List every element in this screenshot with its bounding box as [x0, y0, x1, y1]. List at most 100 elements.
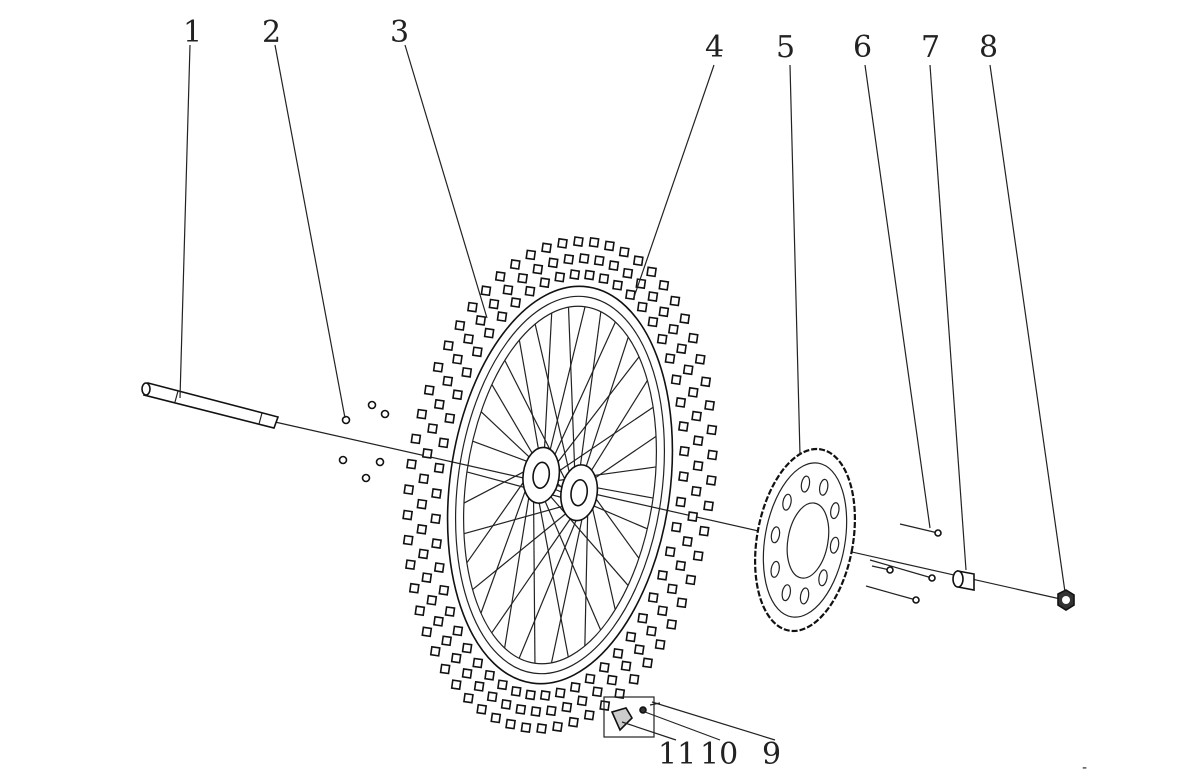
tread-block — [691, 410, 702, 422]
tread-block — [442, 340, 454, 352]
tread-block — [515, 703, 527, 715]
bolt-head — [928, 574, 936, 582]
tread-block — [658, 279, 670, 291]
tread-block — [480, 285, 492, 297]
tread-block — [678, 471, 689, 482]
spoke — [463, 504, 567, 535]
tread-block — [706, 449, 718, 461]
tread-block — [647, 291, 659, 302]
tread-block — [569, 681, 581, 693]
tread-block — [690, 485, 702, 497]
tread-block — [547, 257, 559, 269]
tread-block — [682, 536, 693, 547]
tread-block — [687, 332, 699, 344]
tread-block — [606, 674, 618, 686]
tread-block — [406, 458, 417, 470]
tread-block — [500, 698, 512, 710]
rim-outer — [454, 295, 666, 675]
callout-9: 9 — [762, 737, 781, 772]
spoke — [518, 514, 580, 659]
tread-block — [692, 435, 704, 447]
spoke-nipples — [338, 400, 390, 483]
tread-block — [475, 315, 487, 326]
tread-block — [557, 237, 568, 249]
tread-block — [676, 597, 688, 609]
tread-block — [664, 546, 676, 558]
leader-2 — [274, 44, 346, 419]
tread-block — [539, 690, 551, 701]
tread-block — [532, 263, 544, 275]
leader-4 — [632, 64, 715, 301]
tread-block — [554, 271, 566, 283]
tread-block — [666, 583, 678, 595]
tread-block — [520, 722, 532, 734]
tread-block — [647, 316, 659, 328]
spoke — [534, 323, 572, 478]
tread-block — [427, 423, 438, 434]
disc-bolts — [865, 523, 942, 604]
tread-block — [430, 513, 442, 525]
tread-block — [692, 460, 704, 472]
tread-block — [608, 260, 620, 272]
tread-block — [654, 639, 666, 650]
tread-block — [429, 645, 441, 657]
spoke — [491, 513, 575, 634]
spoke — [593, 486, 654, 499]
tread-block — [536, 723, 548, 734]
disc-hole — [781, 584, 792, 602]
tread-block — [426, 594, 438, 606]
tread-block — [405, 559, 416, 571]
tire-tread — [402, 236, 718, 734]
nipple — [361, 473, 371, 483]
tread-block — [444, 412, 456, 424]
spoke — [491, 384, 536, 458]
tread-block — [431, 488, 442, 499]
disc-hole — [829, 536, 840, 554]
disc-hole — [782, 493, 792, 511]
tread-block — [656, 333, 668, 345]
tread-block — [612, 279, 623, 291]
disc-hole — [800, 475, 811, 493]
tread-block — [675, 560, 687, 572]
nipple — [341, 415, 351, 425]
tread-block — [525, 689, 536, 701]
tread-block — [633, 644, 645, 655]
tread-block — [678, 445, 690, 457]
callout-2: 2 — [262, 15, 281, 50]
tread-block — [554, 687, 566, 699]
disc-hole — [770, 560, 780, 578]
tread-block — [628, 673, 640, 685]
spoke — [472, 440, 531, 464]
tread-block — [438, 437, 450, 449]
leader-1 — [179, 44, 191, 399]
tread-block — [452, 389, 463, 401]
tread-block — [490, 712, 502, 724]
tread-block — [524, 285, 536, 297]
tread-block — [591, 686, 603, 698]
bolt-head — [934, 529, 942, 537]
tread-block — [658, 306, 670, 318]
tread-block — [476, 703, 488, 715]
tread-block — [416, 408, 428, 420]
tread-block — [563, 253, 575, 265]
bolt — [869, 559, 933, 579]
tread-block — [461, 366, 473, 378]
tread-block — [642, 657, 653, 669]
tread-block — [454, 320, 466, 331]
wheel — [402, 236, 718, 734]
tread-block — [439, 663, 451, 675]
bolt — [899, 523, 939, 534]
disc-hole — [799, 587, 810, 605]
tread-block — [593, 255, 605, 267]
spoke — [518, 339, 540, 455]
tread-block — [423, 384, 435, 396]
tread-block — [539, 277, 551, 289]
leader-8 — [989, 64, 1066, 593]
tread-block — [442, 375, 454, 387]
tread-block — [694, 353, 706, 365]
spoke — [548, 306, 586, 456]
corner-mark: - — [1082, 760, 1087, 776]
spoke — [466, 476, 528, 564]
tread-block — [618, 246, 630, 258]
tread-block — [433, 562, 445, 573]
